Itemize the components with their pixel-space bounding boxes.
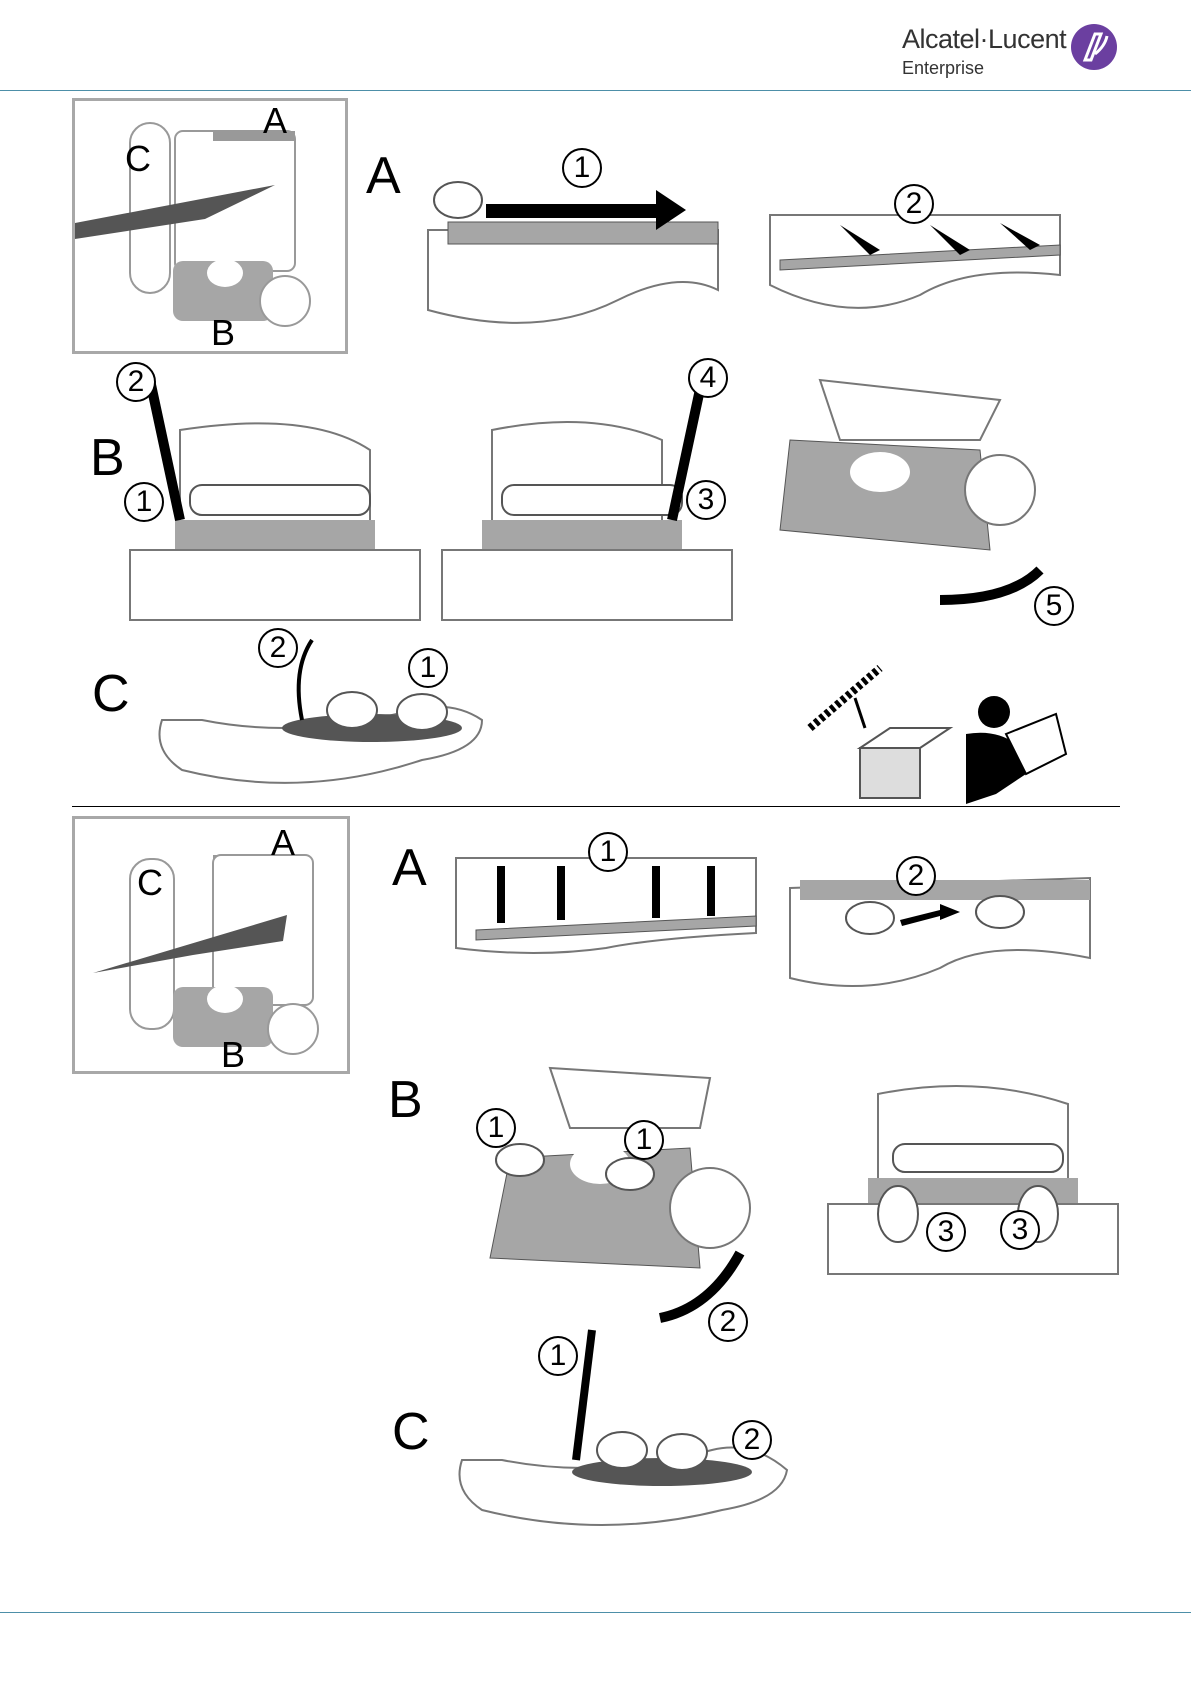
brand-logo-text: Alcatel·Lucent [902, 24, 1066, 55]
logo-glyph-icon [1071, 24, 1117, 70]
removal-b-step-2: 2 [116, 362, 156, 402]
thumb-label-a: A [263, 103, 287, 139]
install-b-step-1-left: 1 [476, 1108, 516, 1148]
removal-step-b-letter: B [90, 432, 125, 484]
install-b-step-1-right: 1 [624, 1120, 664, 1160]
install-c-step-1: 1 [538, 1336, 578, 1376]
install-b-step-3-right: 3 [1000, 1210, 1040, 1250]
install-thumb-label-b: B [221, 1037, 245, 1073]
install-a-step-2: 2 [896, 856, 936, 896]
removal-b-cover-peel [780, 380, 1070, 610]
removal-step-a-letter: A [366, 150, 401, 202]
removal-b-step-5: 5 [1034, 586, 1074, 626]
removal-b-step-1: 1 [124, 482, 164, 522]
install-b-step-3-left: 3 [926, 1212, 966, 1252]
brand-logo-icon [1071, 24, 1117, 70]
thumb-label-c: C [125, 141, 151, 177]
install-c-step-2: 2 [732, 1420, 772, 1460]
install-a-slide-illustration [790, 868, 1100, 988]
removal-c-step-1: 1 [408, 648, 448, 688]
removal-b-base-left [130, 420, 430, 620]
removal-b-step-3: 3 [686, 480, 726, 520]
install-step-b-letter: B [388, 1074, 423, 1126]
install-step-a-letter: A [392, 842, 427, 894]
install-thumb-label-a: A [271, 825, 295, 861]
recycle-box-icon [800, 668, 960, 798]
removal-b-base-middle [442, 420, 742, 620]
phone-install-drawing [75, 819, 353, 1077]
install-a-step-1: 1 [588, 832, 628, 872]
install-b-step-2: 2 [708, 1302, 748, 1342]
read-manual-person-icon [966, 694, 1076, 814]
removal-b-step-4: 4 [688, 358, 728, 398]
phone-overview-thumbnail: A C B [72, 98, 348, 354]
removal-c-handset [152, 690, 492, 800]
install-step-c-letter: C [392, 1406, 430, 1458]
install-thumb-label-c: C [137, 865, 163, 901]
thumb-label-b: B [211, 315, 235, 351]
install-b-cover-wrap [470, 1068, 790, 1328]
header-rule [0, 90, 1191, 91]
install-b-base-illustration [828, 1084, 1118, 1284]
removal-a-step-1: 1 [562, 148, 602, 188]
brand-subtitle: Enterprise [902, 58, 984, 79]
phone-install-thumbnail: A C B [72, 816, 350, 1074]
removal-step-c-letter: C [92, 668, 130, 720]
section-divider [72, 806, 1120, 807]
removal-c-step-2: 2 [258, 628, 298, 668]
removal-a-step-2: 2 [894, 184, 934, 224]
footer-rule [0, 1612, 1191, 1613]
